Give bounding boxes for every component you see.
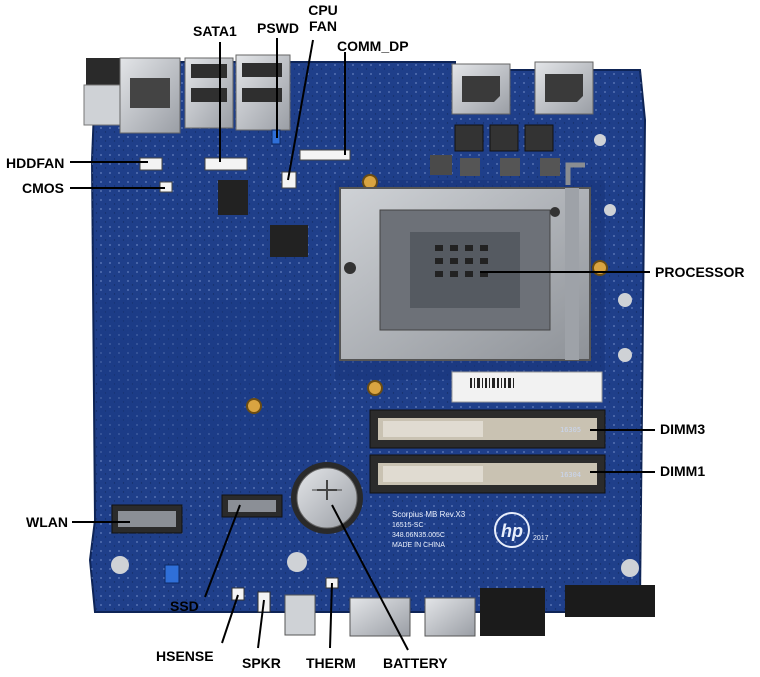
leader-lines bbox=[70, 38, 655, 651]
label-ssd: SSD bbox=[170, 598, 199, 614]
year-text: 2017 bbox=[533, 535, 549, 542]
label-cmos: CMOS bbox=[22, 180, 64, 196]
label-sata1: SATA1 bbox=[193, 23, 237, 39]
m2-slots bbox=[111, 494, 283, 534]
leader-battery bbox=[331, 504, 409, 651]
label-cpu-fan-line1: CPU bbox=[308, 2, 338, 18]
label-cpu-fan: CPU FAN bbox=[305, 2, 341, 34]
made-in-text: MADE IN CHINA bbox=[392, 542, 445, 549]
label-dimm3: DIMM3 bbox=[660, 421, 706, 437]
label-pswd: PSWD bbox=[257, 20, 299, 36]
leader-hsense bbox=[221, 594, 239, 644]
label-hsense: HSENSE bbox=[156, 648, 214, 664]
leader-therm bbox=[329, 582, 333, 649]
leader-ssd bbox=[204, 504, 241, 598]
dimm-slots: 16305 16304 bbox=[369, 409, 606, 494]
dimm-top-text: 16305 bbox=[560, 426, 581, 434]
leader-cpu-fan bbox=[287, 39, 314, 181]
cmos-battery bbox=[291, 462, 363, 534]
label-processor: PROCESSOR bbox=[655, 264, 745, 280]
processor-socket bbox=[339, 162, 591, 361]
board-silkscreen: hp 2017 Scorpius MB Rev.X3 16515-SC 348.… bbox=[392, 510, 549, 549]
hp-logo-text: hp bbox=[501, 521, 523, 541]
rear-io-ports bbox=[83, 54, 594, 134]
dimm-bottom-text: 16304 bbox=[560, 471, 581, 479]
label-comm-dp: COMM_DP bbox=[337, 38, 409, 54]
part-number-text: 16515-SC bbox=[392, 522, 424, 529]
pn-code-text: 348.06N35.005C bbox=[392, 532, 445, 539]
label-wlan: WLAN bbox=[26, 514, 68, 530]
label-dimm1: DIMM1 bbox=[660, 463, 706, 479]
barcode-sticker bbox=[451, 371, 603, 403]
label-hddfan: HDDFAN bbox=[6, 155, 65, 171]
board-model-text: Scorpius MB Rev.X3 bbox=[392, 510, 466, 519]
label-therm: THERM bbox=[306, 655, 356, 671]
leader-spkr bbox=[257, 599, 265, 649]
label-cpu-fan-line2: FAN bbox=[309, 18, 337, 34]
label-battery: BATTERY bbox=[383, 655, 448, 671]
label-spkr: SPKR bbox=[242, 655, 281, 671]
bottom-connectors bbox=[111, 552, 655, 637]
